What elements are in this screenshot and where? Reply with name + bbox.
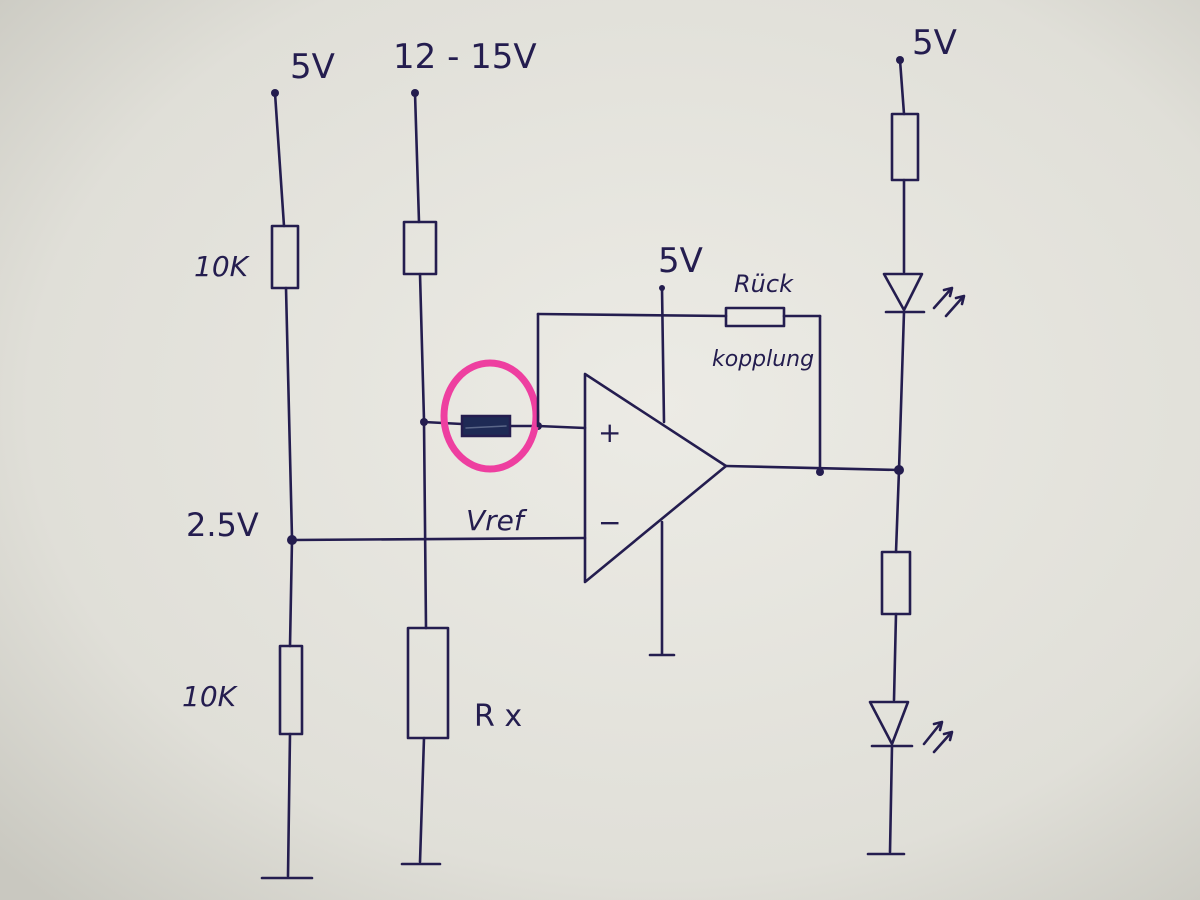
led-branch	[866, 56, 966, 856]
sensor-element-group	[422, 359, 587, 473]
label-vref: Vref	[466, 504, 528, 537]
label-divider-node: 2.5V	[186, 506, 259, 544]
vref-wire	[290, 536, 587, 542]
label-supply-mid: 12 - 15V	[393, 37, 537, 77]
label-rx: R x	[474, 699, 522, 734]
resistor-rx	[406, 626, 450, 740]
opamp-supply-wire	[660, 286, 666, 424]
label-opamp-supply: 5V	[658, 241, 703, 281]
sensor-branch	[400, 89, 450, 866]
output-wire	[724, 464, 902, 472]
label-feedback-top: Rück	[734, 270, 794, 298]
led-top	[882, 272, 924, 312]
label-minus: −	[598, 506, 621, 539]
opamp-triangle	[583, 372, 728, 584]
feedback-loop	[536, 306, 824, 476]
label-feedback-bottom: kopplung	[712, 347, 814, 372]
label-supply-right: 5V	[912, 23, 957, 63]
label-r-top: 10K	[194, 250, 251, 283]
opamp	[583, 285, 728, 657]
label-plus: +	[598, 416, 621, 449]
label-supply-left: 5V	[290, 47, 335, 87]
led-bottom	[868, 700, 910, 746]
highlight-circle	[440, 359, 540, 473]
label-r-bottom: 10K	[182, 680, 239, 713]
